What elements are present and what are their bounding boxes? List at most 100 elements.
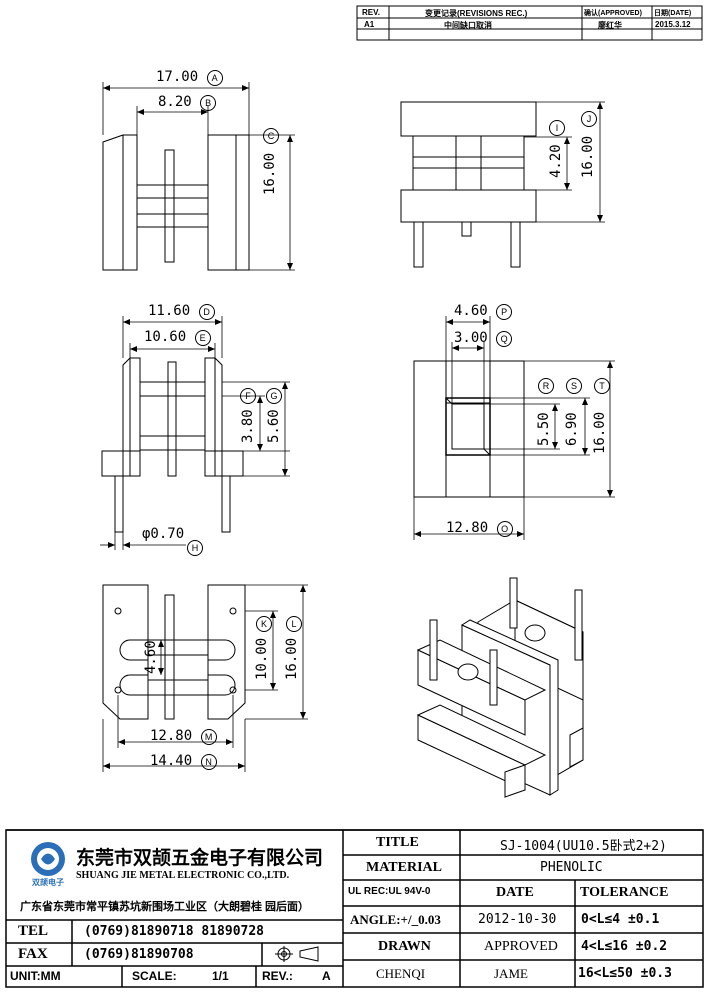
dim-F-value: 3.80 — [240, 409, 256, 443]
dim-J-label: 16.00 J — [580, 111, 597, 178]
drawn-label: DRAWN — [378, 939, 431, 954]
company-name-en: SHUANG JIE METAL ELECTRONIC CO.,LTD. — [76, 870, 290, 881]
fax-value: (0769)81890708 — [84, 947, 194, 962]
marker-P: P — [496, 304, 513, 320]
tolerance-row-2: 4<L≤16 ±0.2 — [581, 939, 668, 954]
marker-M: M — [200, 729, 217, 745]
dim-B-value: 8.20 — [158, 94, 192, 110]
dim-N-value: 14.40 — [150, 753, 193, 769]
marker-C: C — [263, 128, 279, 145]
view-front-middle-left — [101, 356, 244, 533]
title-value: SJ-1004(UU10.5卧式2+2) — [500, 839, 667, 854]
marker-F-wrap: F — [240, 386, 256, 404]
revision-table-grid — [356, 5, 703, 41]
view-top-middle-right — [413, 360, 525, 498]
dim-L-value: 16.00 — [284, 637, 300, 680]
record-header: 变更记录(REVISIONS REC.) — [425, 9, 528, 18]
marker-K: K — [256, 616, 272, 632]
view4-dims — [413, 316, 615, 540]
material-label: MATERIAL — [366, 860, 442, 875]
material-value: PHENOLIC — [540, 860, 603, 875]
marker-F: F — [240, 388, 256, 404]
marker-S-wrap: S — [566, 376, 582, 394]
ul-label: UL REC:UL 94V-0 — [348, 886, 431, 897]
dim-A-value: 17.00 — [156, 69, 199, 85]
title-label: TITLE — [376, 835, 419, 850]
rev-value-block: A — [322, 969, 331, 983]
dim-K-value: 10.00 — [254, 637, 270, 680]
tel-value: (0769)81890718 81890728 — [84, 924, 265, 939]
dim-I-value: 4.20 — [548, 144, 564, 178]
marker-J: J — [581, 111, 597, 128]
dim-J-value: 16.00 — [580, 135, 596, 178]
marker-R: R — [538, 378, 554, 394]
angle-label: ANGLE:+/_0.03 — [350, 912, 441, 927]
marker-D: D — [198, 304, 215, 320]
dim-P-value: 4.60 — [454, 303, 488, 319]
approved-value-block: JAME — [494, 966, 528, 981]
dim-Q-label: 3.00 Q — [454, 330, 513, 347]
dim-A-label: 17.00 A — [156, 69, 223, 86]
company-address: 广东省东莞市常平镇苏坑新围场工业区（大朗碧桂 园后面） — [20, 901, 310, 913]
marker-E: E — [194, 330, 211, 346]
date-value: 2015.3.12 — [655, 20, 691, 29]
tolerance-label: TOLERANCE — [580, 885, 669, 900]
dim-C-label: 16.00 C — [262, 128, 279, 195]
unit-label: UNIT:MM — [10, 969, 61, 983]
marker-N: N — [200, 754, 217, 770]
company-logo — [31, 842, 65, 876]
record-value: 中间缺口取消 — [444, 21, 492, 30]
marker-T: T — [594, 378, 610, 394]
date-header: 日期(DATE) — [654, 10, 692, 17]
dim-D-label: 11.60 D — [148, 303, 215, 320]
approved-header: 确认(APPROVED) — [584, 10, 642, 17]
tolerance-row-1: 0<L≤4 ±0.1 — [581, 912, 660, 927]
dim-G-value: 5.60 — [266, 409, 282, 443]
rev-label: REV.: — [262, 969, 293, 983]
fax-label: FAX — [18, 946, 48, 962]
marker-G: G — [266, 388, 282, 404]
marker-L: L — [286, 616, 302, 632]
dim-S-value: 6.90 — [564, 412, 580, 446]
marker-S: S — [566, 378, 582, 394]
projection-symbol — [275, 946, 319, 962]
date-value-block: 2012-10-30 — [478, 912, 557, 927]
view-side-top-right — [400, 101, 537, 268]
marker-G-wrap: G — [266, 386, 282, 404]
rev-value: A1 — [364, 20, 375, 29]
view2-dims — [524, 101, 605, 223]
marker-H: H — [187, 540, 203, 556]
dim-M-value: 12.80 — [150, 728, 193, 744]
dim-I-label: 4.20 I — [548, 119, 565, 178]
date-label-block: DATE — [496, 885, 534, 900]
drawn-value: CHENQI — [376, 966, 426, 981]
tel-label: TEL — [18, 923, 49, 939]
company-name-cn: 东莞市双颉五金电子有限公司 — [76, 848, 324, 869]
dim-E-label: 10.60 E — [144, 329, 211, 346]
marker-H-wrap: H — [187, 538, 203, 556]
marker-B: B — [200, 95, 217, 111]
dim-R-value: 5.50 — [536, 412, 552, 446]
view-isometric — [416, 577, 584, 798]
marker-T-wrap: T — [594, 376, 610, 394]
dim-T-value: 16.00 — [592, 411, 608, 454]
rev-header: REV. — [362, 8, 380, 17]
dim-P-label: 4.60 P — [454, 303, 513, 320]
dim-D-value: 11.60 — [148, 303, 191, 319]
marker-K-wrap: K — [256, 614, 272, 632]
title-block-grid — [5, 829, 704, 988]
dim-C-value: 16.00 — [262, 152, 278, 195]
view-front-top-left — [102, 134, 250, 271]
scale-label: SCALE: — [132, 969, 177, 983]
dim-inner-4-60: 4.60 — [143, 640, 159, 674]
dim-N-label: 14.40 N — [150, 753, 217, 770]
marker-Q: Q — [496, 331, 513, 347]
logo-caption: 双颉电子 — [32, 878, 64, 887]
view1-dims — [102, 82, 295, 271]
dim-M-label: 12.80 M — [150, 728, 217, 745]
scale-value: 1/1 — [212, 969, 229, 983]
dim-Q-value: 3.00 — [454, 330, 488, 346]
dim-H-value: φ0.70 — [142, 526, 185, 542]
marker-O: O — [496, 521, 513, 537]
